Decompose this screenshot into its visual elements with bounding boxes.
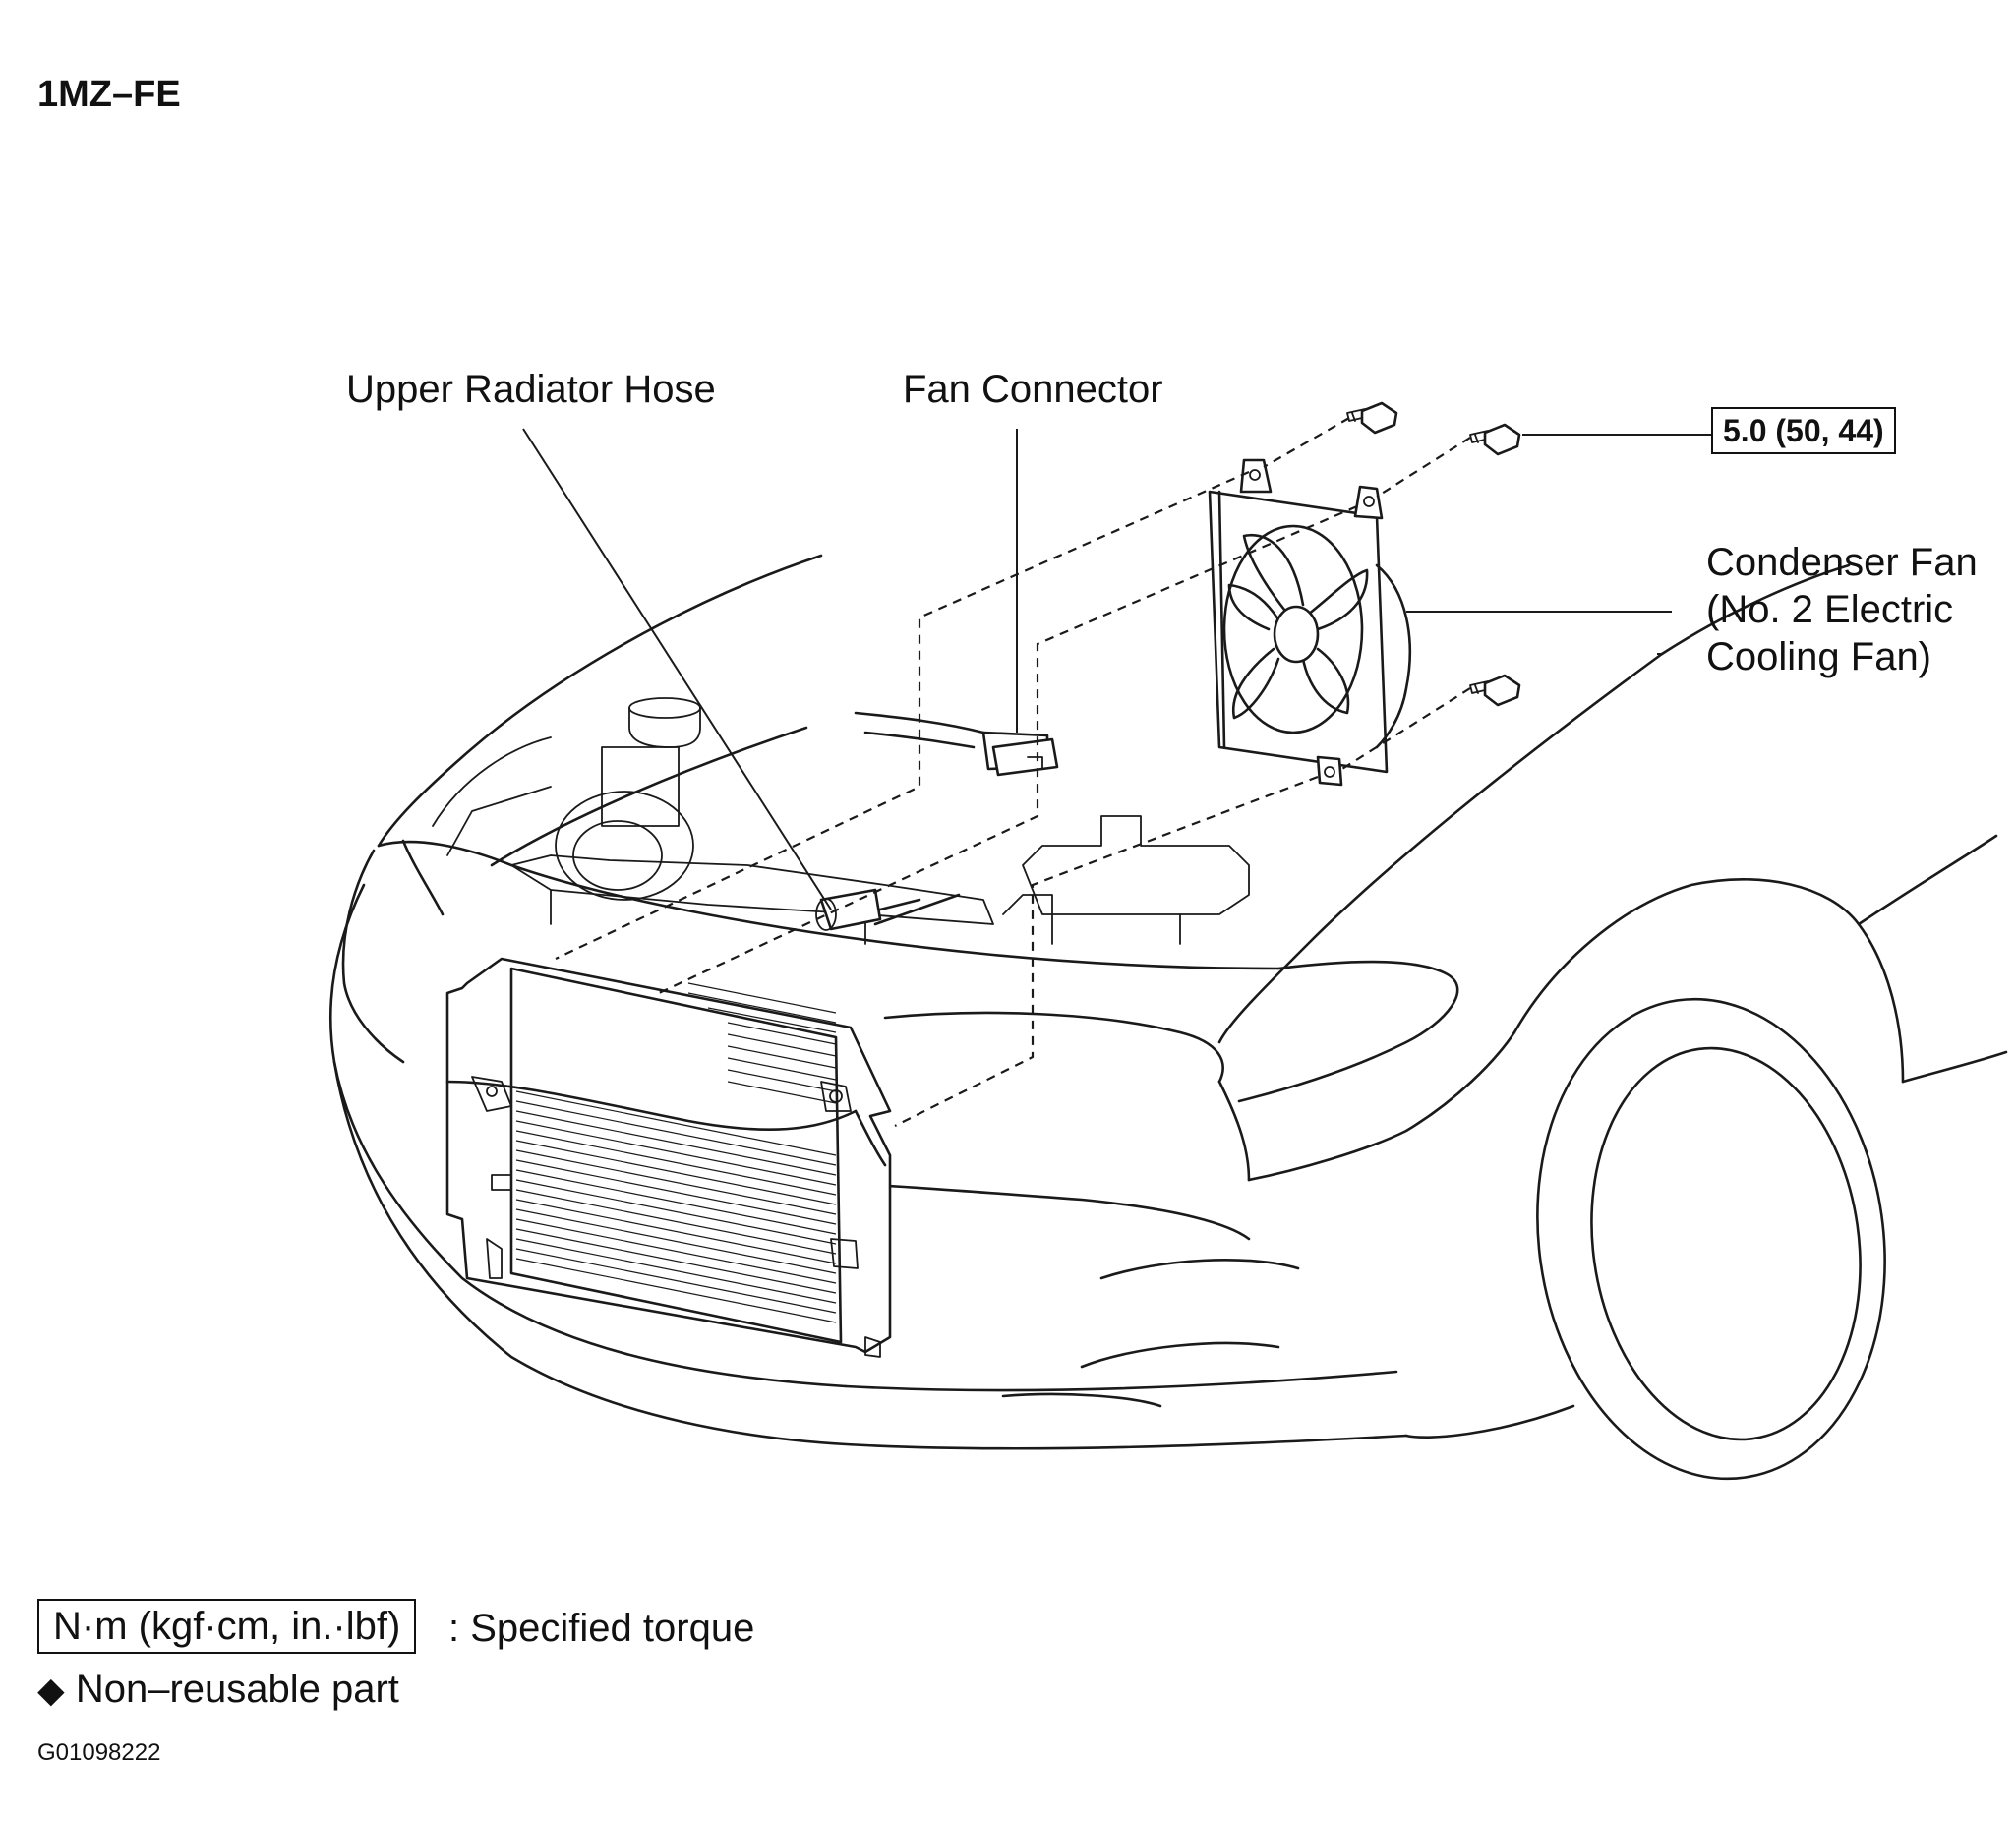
fan-blades <box>1222 524 1369 734</box>
assembly-guide-lines <box>555 417 1471 1127</box>
leader-lines <box>522 428 1711 910</box>
nonreusable-legend: ◆ Non–reusable part <box>37 1666 399 1714</box>
engine-code-title: 1MZ–FE <box>37 74 181 115</box>
condenser-fan-label: Condenser Fan (No. 2 Electric Cooling Fa… <box>1706 539 2016 680</box>
condenser-fan-assembly <box>1208 458 1412 787</box>
bolt-top-left <box>1346 401 1398 435</box>
torque-legend-description: : Specified torque <box>448 1607 755 1650</box>
figure-id: G01098222 <box>37 1739 161 1766</box>
condenser-fins <box>515 982 837 1323</box>
diamond-icon: ◆ <box>37 1670 65 1710</box>
upper-radiator-hose-label: Upper Radiator Hose <box>346 368 716 411</box>
bolt-top-right <box>1469 423 1521 456</box>
car-body-outline <box>329 554 2008 1481</box>
bolts <box>1346 401 1521 707</box>
fan-connector-label: Fan Connector <box>903 368 1163 411</box>
fan-connector <box>854 711 1059 777</box>
condenser-fan-label-line1: Condenser Fan <box>1706 541 1978 584</box>
bolt-bottom-right <box>1469 674 1521 707</box>
upper-radiator-hose <box>815 888 961 931</box>
condenser-fan-label-line2: (No. 2 Electric <box>1706 588 1954 631</box>
torque-unit-legend-box: N·m (kgf·cm, in.·lbf) <box>37 1599 417 1654</box>
torque-spec-box: 5.0 (50, 44) <box>1711 407 1896 454</box>
condenser-fan-label-line3: Cooling Fan) <box>1706 635 1932 678</box>
nonreusable-legend-description: Non–reusable part <box>75 1668 399 1711</box>
condenser-assembly <box>445 957 892 1358</box>
